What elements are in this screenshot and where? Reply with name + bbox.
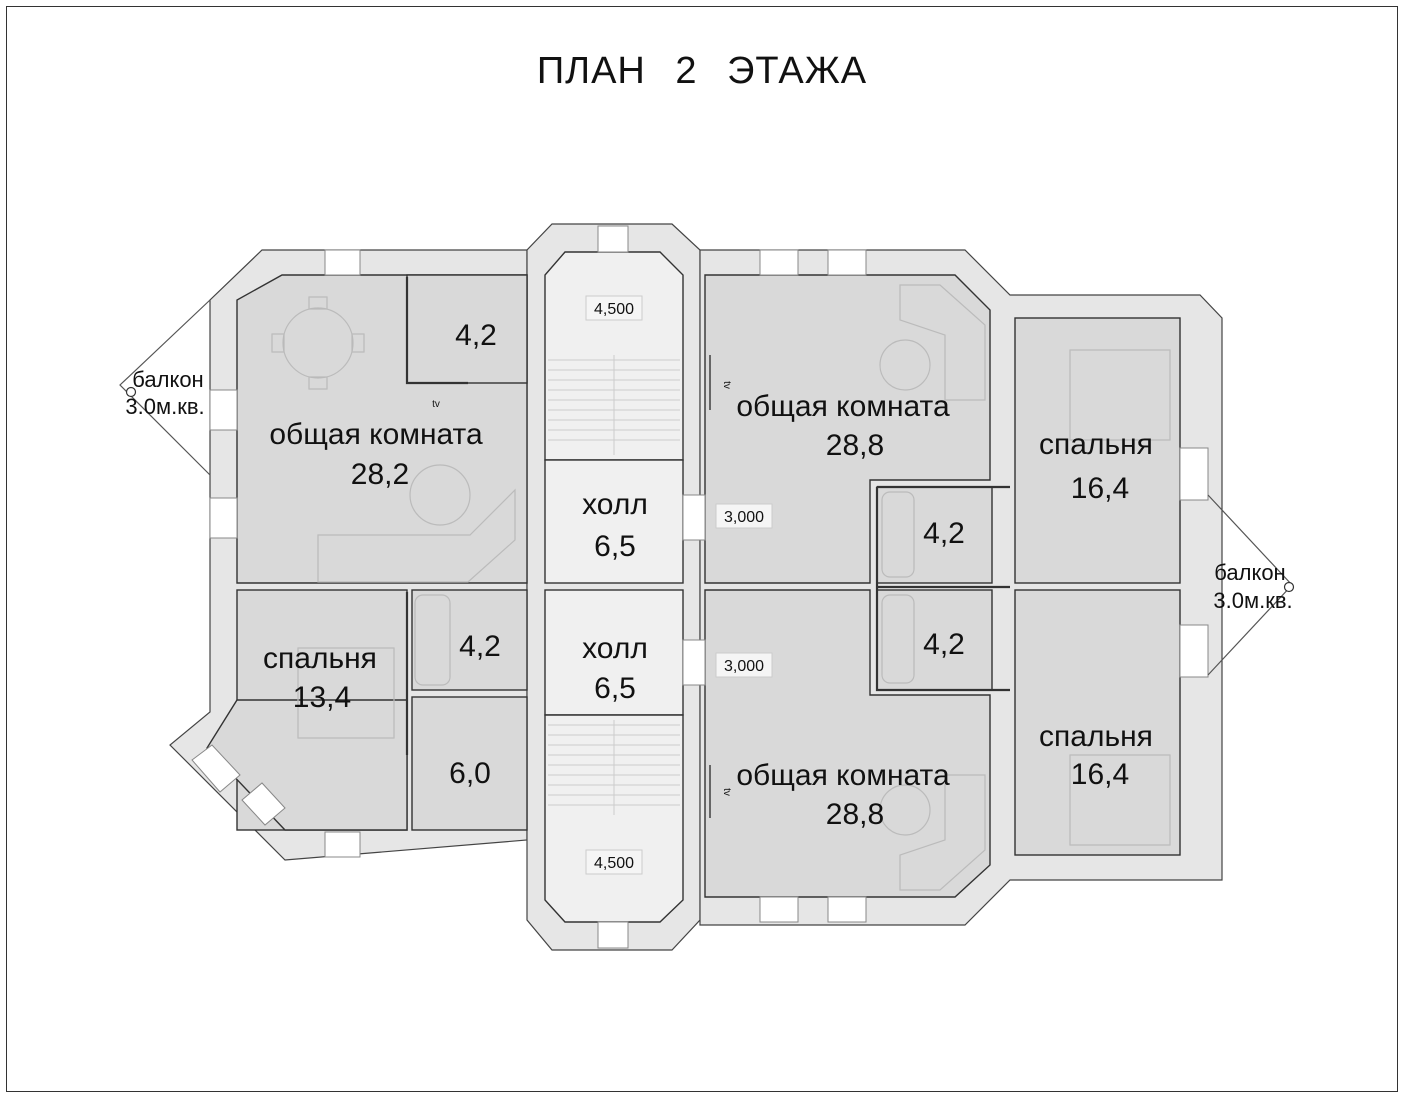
- level-tag-2: 3,000: [724, 509, 764, 526]
- room-hall-top: [544, 459, 684, 584]
- room-living-right-bottom: [704, 589, 991, 898]
- room-area-living-right-bottom: 28,8: [826, 798, 884, 831]
- room-area-bedroom-left: 13,4: [293, 681, 351, 714]
- room-name-living-right-bottom: общая комната: [736, 759, 950, 792]
- tv-marks: tv tv tv: [432, 355, 732, 818]
- room-area-storage-left: 4,2: [455, 319, 497, 352]
- room-area-bedroom-right-top: 16,4: [1071, 472, 1129, 505]
- room-area-bath-left: 4,2: [459, 630, 501, 663]
- balcony-right-name: балкон: [1214, 560, 1285, 585]
- room-hall-bottom: [544, 589, 684, 716]
- room-bath-right-bottom: [876, 589, 993, 691]
- room-area-bath-right-bottom: 4,2: [923, 628, 965, 661]
- room-name-hall-bottom: холл: [582, 632, 648, 665]
- room-stairs-bottom: [544, 714, 684, 923]
- room-name-living-right-top: общая комната: [736, 390, 950, 423]
- room-labels: общая комната 28,2 4,2 спальня 13,4 4,2 …: [263, 319, 1153, 831]
- room-area-hall-top: 6,5: [594, 530, 636, 563]
- plan-title: ПЛАН 2 ЭТАЖА: [536, 50, 868, 92]
- level-tag-4: 4,500: [594, 855, 634, 872]
- room-area-bedroom-right-bottom: 16,4: [1071, 758, 1129, 791]
- room-area-living-left: 28,2: [351, 458, 409, 491]
- room-name-bedroom-right-top: спальня: [1039, 428, 1153, 461]
- room-name-bedroom-left: спальня: [263, 642, 377, 675]
- balcony-left-area: 3.0м.кв.: [125, 394, 204, 419]
- room-living-right-top: [704, 274, 991, 584]
- tv-label-left: tv: [432, 399, 440, 410]
- rooms-fill: [206, 251, 1181, 923]
- partitions: [405, 277, 1010, 755]
- balcony-left-name: балкон: [132, 367, 203, 392]
- room-area-closet-left: 6,0: [449, 757, 491, 790]
- room-area-living-right-top: 28,8: [826, 429, 884, 462]
- level-tag-1: 4,500: [594, 301, 634, 318]
- windows: [191, 225, 1209, 949]
- tv-label-right-bottom: tv: [721, 788, 732, 796]
- balcony-right-area: 3.0м.кв.: [1213, 588, 1292, 613]
- balcony-labels: балкон 3.0м.кв. балкон 3.0м.кв.: [125, 367, 1292, 613]
- room-area-hall-bottom: 6,5: [594, 672, 636, 705]
- room-bath-right-top: [876, 486, 993, 584]
- room-area-bath-right-top: 4,2: [923, 517, 965, 550]
- room-bath-left: [411, 589, 528, 691]
- room-name-hall-top: холл: [582, 488, 648, 521]
- balcony-outlines: [119, 299, 1295, 676]
- room-name-living-left: общая комната: [269, 418, 483, 451]
- furniture: [271, 284, 1171, 891]
- room-closet-left: [411, 696, 528, 831]
- room-bedroom-right-bottom: [1014, 589, 1181, 856]
- tv-label-right-top: tv: [721, 381, 732, 389]
- room-name-bedroom-right-bottom: спальня: [1039, 720, 1153, 753]
- drawing-frame: [6, 6, 1398, 1092]
- level-tag-3: 3,000: [724, 658, 764, 675]
- room-bedroom-right-top: [1014, 317, 1181, 584]
- level-tags: 4,500 3,000 3,000 4,500: [585, 295, 773, 875]
